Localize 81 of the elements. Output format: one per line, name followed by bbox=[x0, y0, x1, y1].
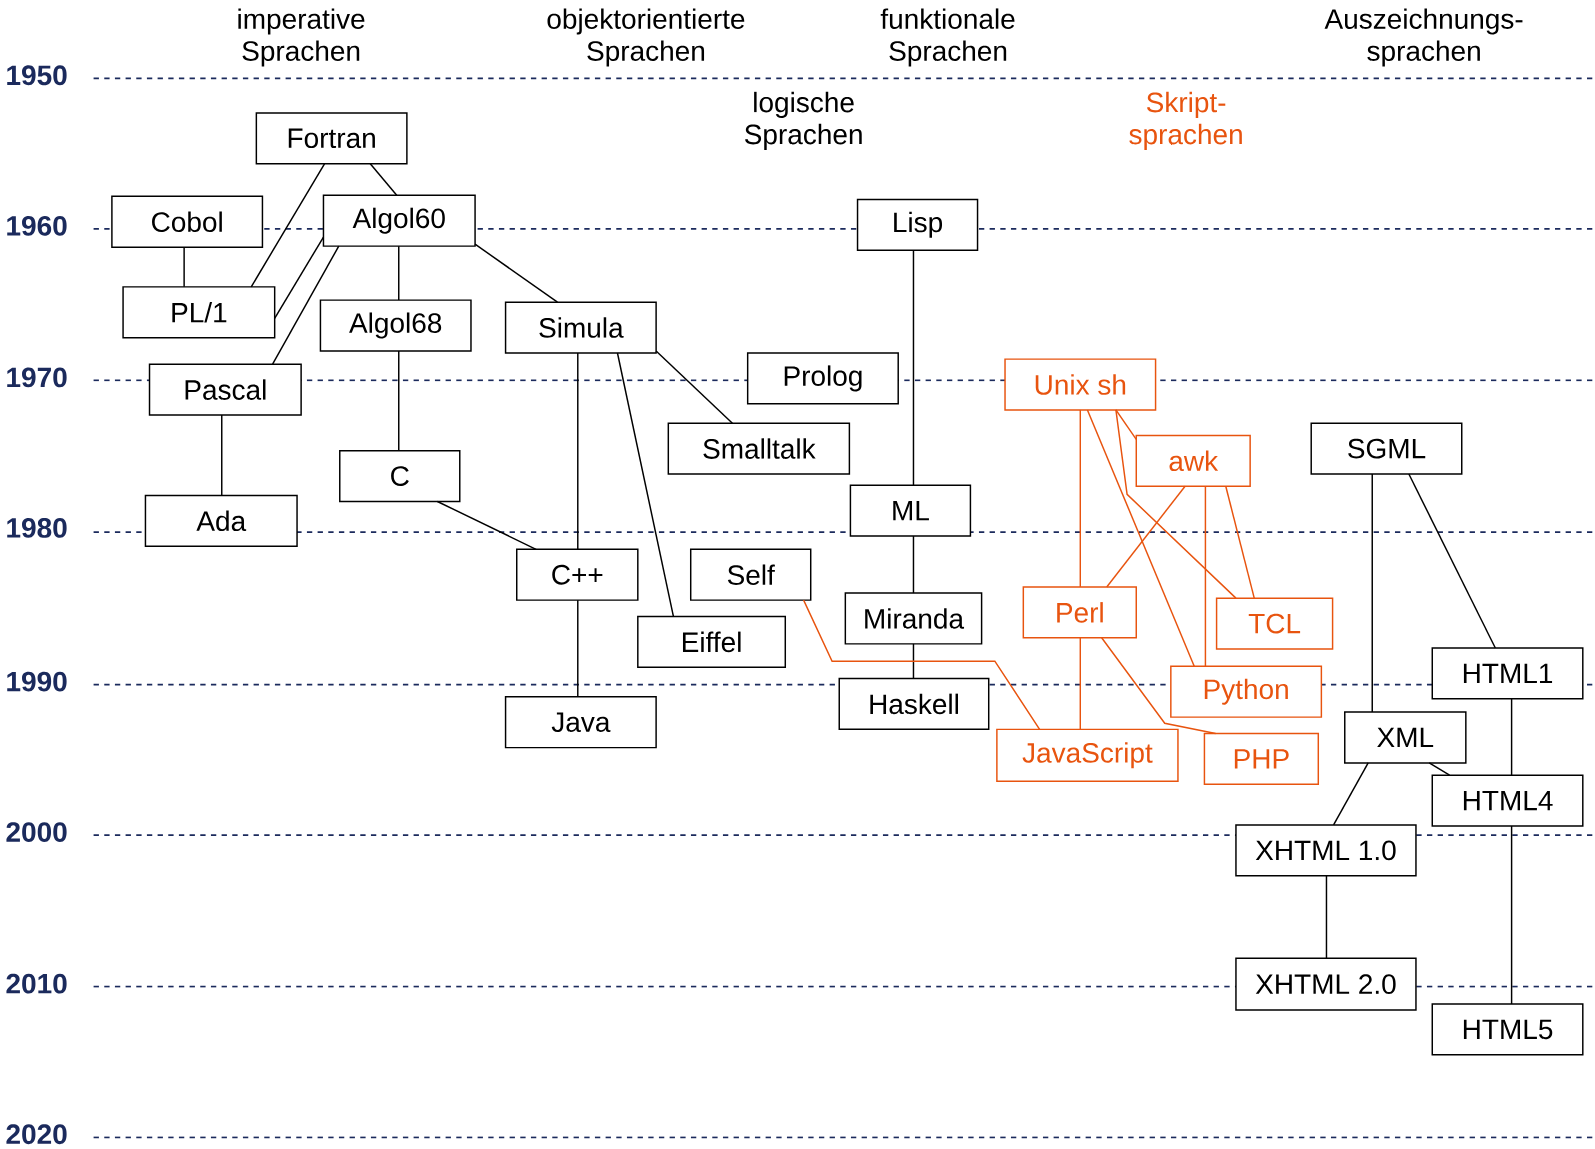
connector-line bbox=[1225, 485, 1255, 599]
connector-line bbox=[912, 642, 915, 679]
language-box: Algol68 bbox=[319, 299, 472, 352]
language-box: awk bbox=[1135, 434, 1251, 487]
category-heading: funktionale Sprachen bbox=[880, 8, 1015, 67]
connector-line bbox=[1428, 761, 1451, 776]
year-label: 2000 bbox=[6, 821, 67, 842]
language-box: Fortran bbox=[255, 112, 408, 165]
language-box: Algol60 bbox=[322, 194, 476, 247]
category-heading: logische Sprachen bbox=[744, 91, 862, 150]
connector-line bbox=[577, 599, 579, 698]
connector-line bbox=[1510, 697, 1513, 776]
connector-line bbox=[1086, 409, 1195, 667]
connector-line bbox=[474, 243, 559, 303]
connector-line bbox=[369, 162, 398, 196]
connector-line bbox=[398, 350, 400, 452]
connector-line bbox=[1100, 636, 1217, 734]
connector-line bbox=[655, 350, 734, 424]
language-box: SGML bbox=[1310, 422, 1463, 475]
connector-line bbox=[1408, 473, 1497, 649]
connector-line bbox=[912, 249, 915, 486]
connector-line bbox=[1079, 409, 1082, 588]
category-heading: imperative Sprachen bbox=[238, 8, 365, 67]
language-box: PHP bbox=[1203, 732, 1320, 785]
connector-line bbox=[802, 599, 1041, 730]
category-heading: objektorientierte Sprachen bbox=[547, 8, 745, 67]
connector-line bbox=[271, 245, 340, 365]
language-box: Lisp bbox=[856, 198, 979, 251]
language-box: C bbox=[339, 449, 461, 502]
year-label: 2010 bbox=[6, 973, 67, 994]
connector-line bbox=[1371, 473, 1373, 713]
connector-line bbox=[183, 246, 185, 288]
language-box: Cobol bbox=[111, 195, 264, 248]
language-box: Pascal bbox=[148, 363, 302, 416]
connector-line bbox=[1332, 761, 1369, 826]
language-box: Smalltalk bbox=[667, 422, 851, 475]
connector-line bbox=[912, 535, 915, 594]
language-box: XML bbox=[1344, 711, 1467, 764]
connector-line bbox=[1106, 485, 1186, 588]
language-box: Perl bbox=[1022, 586, 1137, 639]
language-box: Ada bbox=[144, 494, 298, 547]
language-box: JavaScript bbox=[996, 728, 1179, 782]
language-box: Haskell bbox=[838, 677, 990, 730]
connector-line bbox=[398, 245, 400, 301]
year-label: 1970 bbox=[7, 367, 67, 388]
language-box: Simula bbox=[504, 301, 657, 354]
language-box: HTML4 bbox=[1431, 774, 1584, 827]
language-box: HTML5 bbox=[1431, 1003, 1584, 1056]
category-heading: Skript-sprachen bbox=[1129, 91, 1242, 150]
language-box: Python bbox=[1170, 665, 1323, 718]
year-label: 1960 bbox=[7, 215, 67, 236]
category-heading: Auszeichnungs-sprachen bbox=[1324, 8, 1523, 67]
connector-line bbox=[1115, 409, 1237, 599]
connector-line bbox=[1510, 825, 1513, 1005]
connector-line bbox=[1204, 485, 1207, 667]
language-box: Miranda bbox=[844, 592, 983, 645]
language-box: XHTML 1.0 bbox=[1235, 824, 1417, 877]
year-label: 1990 bbox=[7, 671, 67, 692]
connector-line bbox=[436, 500, 537, 550]
language-box: C++ bbox=[516, 548, 639, 601]
connector-line bbox=[1079, 636, 1082, 730]
connector-line bbox=[250, 162, 326, 288]
language-box: PL/1 bbox=[122, 285, 276, 339]
year-label: 1950 bbox=[7, 65, 67, 85]
language-box: HTML1 bbox=[1431, 647, 1584, 700]
connector-line bbox=[1115, 409, 1137, 440]
language-box: TCL bbox=[1215, 597, 1334, 650]
language-box: Self bbox=[689, 548, 812, 601]
connector-line bbox=[273, 236, 325, 319]
language-box: Prolog bbox=[746, 352, 899, 405]
language-box: Eiffel bbox=[637, 615, 787, 668]
language-box: Unix sh bbox=[1004, 358, 1157, 411]
connector-line bbox=[577, 352, 579, 550]
year-label: 2020 bbox=[6, 1124, 67, 1144]
connector-line bbox=[1325, 874, 1328, 959]
language-box: Java bbox=[504, 695, 657, 749]
connector-line bbox=[221, 414, 223, 496]
language-box: ML bbox=[849, 484, 972, 537]
connector-line bbox=[616, 352, 675, 617]
language-box: XHTML 2.0 bbox=[1235, 957, 1417, 1011]
year-label: 1980 bbox=[7, 517, 67, 538]
